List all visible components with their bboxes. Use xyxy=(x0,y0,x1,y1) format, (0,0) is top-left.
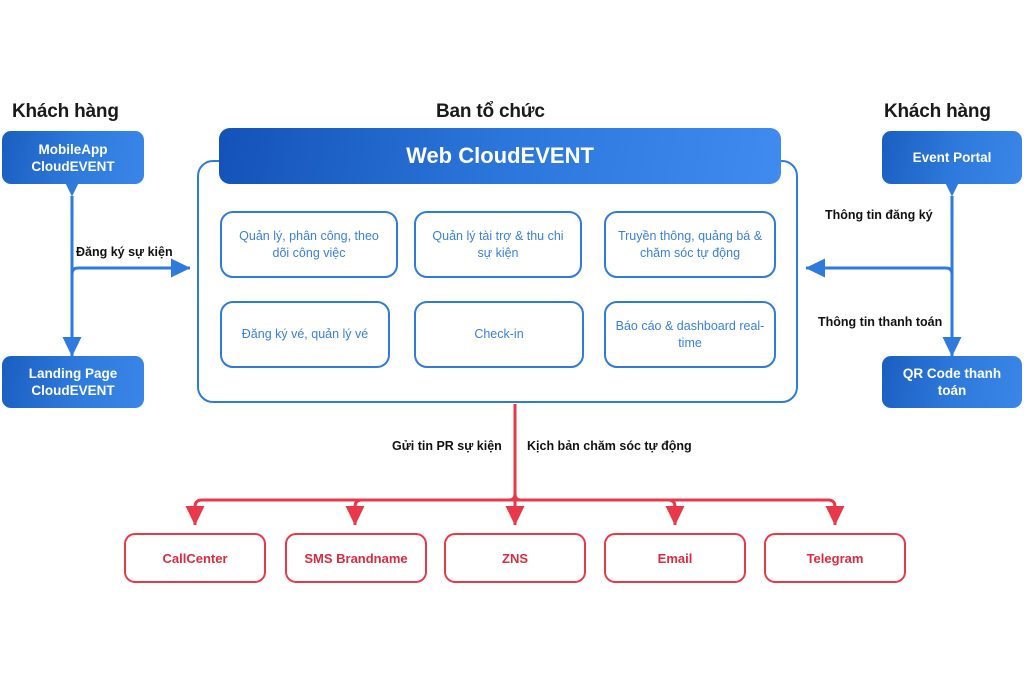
feature-label-6: Báo cáo & dashboard real-time xyxy=(615,318,765,350)
channel-sms-brandname[interactable]: SMS Brandname xyxy=(285,533,427,583)
channel-label-sms: SMS Brandname xyxy=(304,550,408,566)
channel-label-email: Email xyxy=(657,550,693,566)
section-title-left: Khách hàng xyxy=(12,101,119,122)
actor-landing-page-cloudevent[interactable]: Landing Page CloudEVENT xyxy=(2,356,144,408)
feature-label-1: Quản lý, phân công, theo dõi công việc xyxy=(239,228,379,260)
channel-zns[interactable]: ZNS xyxy=(444,533,586,583)
edge-label-registration-info: Thông tin đăng ký xyxy=(825,208,933,222)
actor-qr-code-payment[interactable]: QR Code thanh toán xyxy=(882,356,1022,408)
actor-mobileapp-cloudevent[interactable]: MobileApp CloudEVENT xyxy=(2,131,144,184)
channel-callcenter[interactable]: CallCenter xyxy=(124,533,266,583)
channel-email[interactable]: Email xyxy=(604,533,746,583)
channel-label-telegram: Telegram xyxy=(806,550,864,566)
feature-label-5: Check-in xyxy=(474,327,524,341)
feature-label-4: Đăng ký vé, quản lý vé xyxy=(241,327,369,341)
actor-qr-code-label: QR Code thanh toán xyxy=(902,366,1002,398)
feature-label-3: Truyền thông, quảng bá & chăm sóc tự độn… xyxy=(617,228,763,260)
feature-card-checkin[interactable]: Check-in xyxy=(414,301,584,368)
feature-card-ticket-registration[interactable]: Đăng ký vé, quản lý vé xyxy=(220,301,390,368)
red-fanout xyxy=(185,493,845,526)
edge-label-care-scenario: Kịch bản chăm sóc tự động xyxy=(527,439,692,453)
actor-mobileapp-line1: MobileApp xyxy=(38,141,108,157)
channel-telegram[interactable]: Telegram xyxy=(764,533,906,583)
feature-card-communication-automation[interactable]: Truyền thông, quảng bá & chăm sóc tự độn… xyxy=(604,211,776,278)
section-title-right: Khách hàng xyxy=(884,101,991,122)
organizer-header[interactable]: Web CloudEVENT xyxy=(219,128,781,184)
actor-landing-line1: Landing Page xyxy=(28,366,118,381)
actor-landing-line2: CloudEVENT xyxy=(31,383,115,398)
edge-label-pr-message: Gửi tin PR sự kiện xyxy=(392,439,502,453)
feature-label-2: Quản lý tài trợ & thu chi sự kiện xyxy=(432,228,564,260)
channel-label-callcenter: CallCenter xyxy=(162,550,228,566)
actor-event-portal[interactable]: Event Portal xyxy=(882,131,1022,184)
feature-card-reporting-dashboard[interactable]: Báo cáo & dashboard real-time xyxy=(604,301,776,368)
edge-label-event-registration: Đăng ký sự kiện xyxy=(76,245,173,259)
right-to-organizer-arrow xyxy=(805,258,954,284)
channel-label-zns: ZNS xyxy=(502,550,528,566)
feature-card-sponsorship-finance[interactable]: Quản lý tài trợ & thu chi sự kiện xyxy=(414,211,582,278)
left-to-organizer-arrow xyxy=(70,258,191,284)
edge-label-payment-info: Thông tin thanh toán xyxy=(818,315,943,329)
section-title-center: Ban tổ chức xyxy=(436,101,545,122)
organizer-header-label: Web CloudEVENT xyxy=(406,143,594,168)
feature-card-task-management[interactable]: Quản lý, phân công, theo dõi công việc xyxy=(220,211,398,278)
actor-event-portal-label: Event Portal xyxy=(912,150,992,165)
actor-mobileapp-line2: CloudEVENT xyxy=(31,158,115,174)
